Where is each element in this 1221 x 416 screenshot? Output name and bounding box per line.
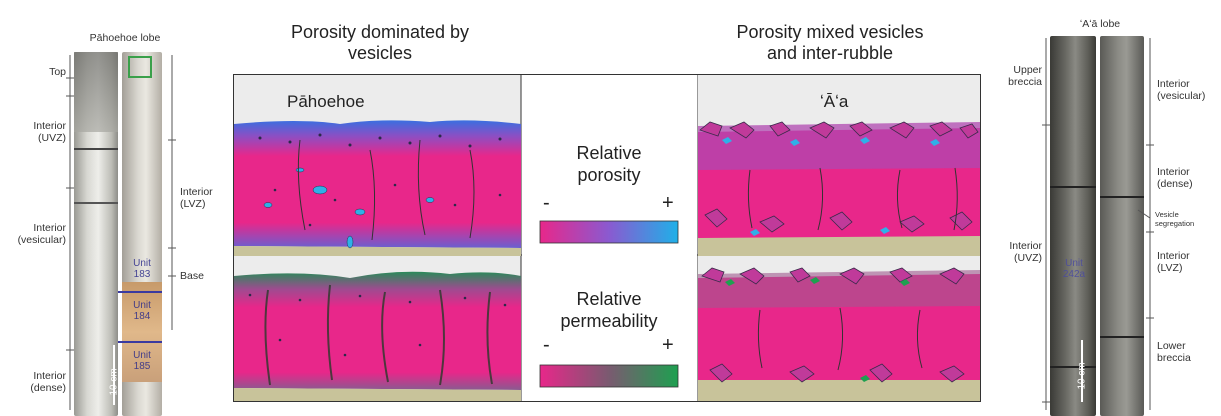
aa-core-photo-right bbox=[1100, 36, 1144, 416]
right-core-title: ʻAʻā lobe bbox=[1079, 18, 1121, 30]
pahoehoe-core-photo-left bbox=[74, 52, 118, 416]
legend-porosity-plus: + bbox=[662, 192, 674, 214]
label-interior-uvz-right: Interior (UVZ) bbox=[1009, 240, 1042, 264]
header-left: Porosity dominated by vesicles bbox=[290, 22, 470, 63]
unit-242a: Unit 242a bbox=[1062, 258, 1086, 280]
header-right: Porosity mixed vesicles and inter-rubble bbox=[736, 22, 924, 63]
legend-permeability-plus: + bbox=[662, 334, 674, 356]
legend-porosity-minus: - bbox=[543, 192, 550, 214]
scale-bar-right: 10 cm bbox=[1076, 362, 1088, 390]
label-interior-lvz-right: Interior (LVZ) bbox=[1157, 250, 1190, 274]
label-interior-dense-left: Interior (dense) bbox=[30, 370, 66, 394]
panel-title-aa: ʻĀʻa bbox=[820, 92, 849, 111]
label-interior-dense-right: Interior (dense) bbox=[1157, 166, 1193, 190]
label-lower-breccia: Lower breccia bbox=[1157, 340, 1191, 364]
label-vesicle-segregation: Vesicle segregation bbox=[1155, 210, 1195, 228]
label-top: Top bbox=[49, 66, 66, 78]
label-interior-lvz-left: Interior (LVZ) bbox=[180, 186, 213, 210]
panel-title-pahoehoe: Pāhoehoe bbox=[287, 92, 365, 111]
unit-185: Unit 185 bbox=[133, 350, 151, 372]
legend-permeability-minus: - bbox=[543, 334, 550, 356]
label-base: Base bbox=[180, 270, 204, 282]
legend-porosity-label: Relative porosity bbox=[576, 143, 642, 185]
aa-core-photo-left bbox=[1050, 36, 1096, 416]
label-upper-breccia: Upper breccia bbox=[1008, 64, 1042, 88]
label-interior-vesicular-right: Interior (vesicular) bbox=[1157, 78, 1206, 102]
unit-183: Unit 183 bbox=[133, 258, 151, 280]
left-core-title: Pāhoehoe lobe bbox=[89, 32, 161, 44]
label-interior-vesicular-left: Interior (vesicular) bbox=[17, 222, 66, 246]
legend-permeability-label: Relative permeability bbox=[560, 289, 658, 331]
unit-184: Unit 184 bbox=[133, 300, 151, 322]
pahoehoe-core-photo-right bbox=[122, 52, 162, 416]
label-interior-uvz-left: Interior (UVZ) bbox=[33, 120, 66, 144]
